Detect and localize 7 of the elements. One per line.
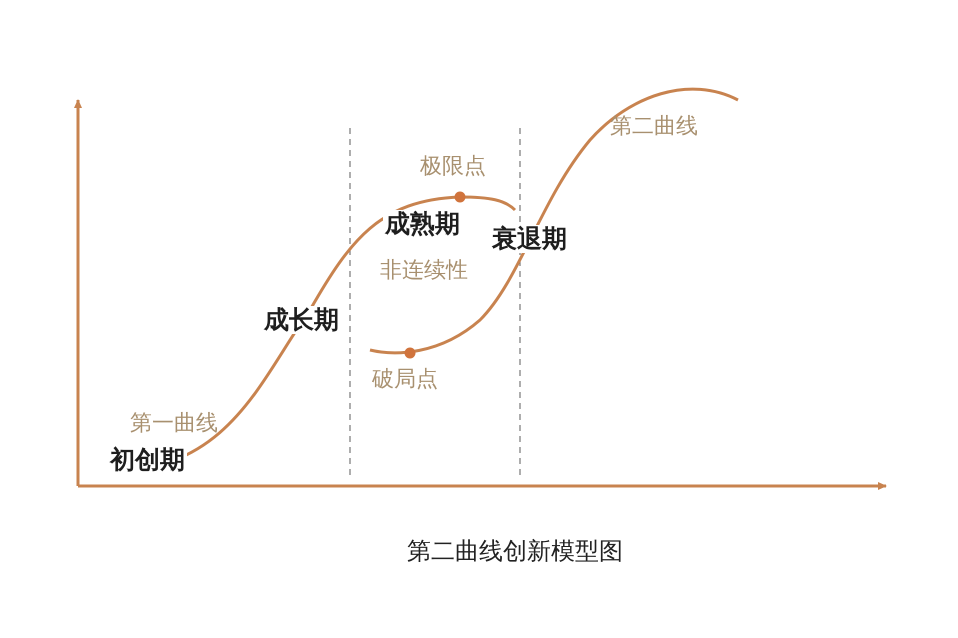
region-label: 非连续性 — [380, 259, 468, 284]
curve-label: 第一曲线 — [130, 412, 218, 436]
point-label: 破局点 — [372, 368, 438, 392]
point-label: 极限点 — [420, 155, 486, 180]
stage-label: 初创期 — [108, 446, 187, 474]
chart-caption: 第二曲线创新模型图 — [407, 538, 623, 564]
curve-label: 第二曲线 — [610, 115, 698, 140]
